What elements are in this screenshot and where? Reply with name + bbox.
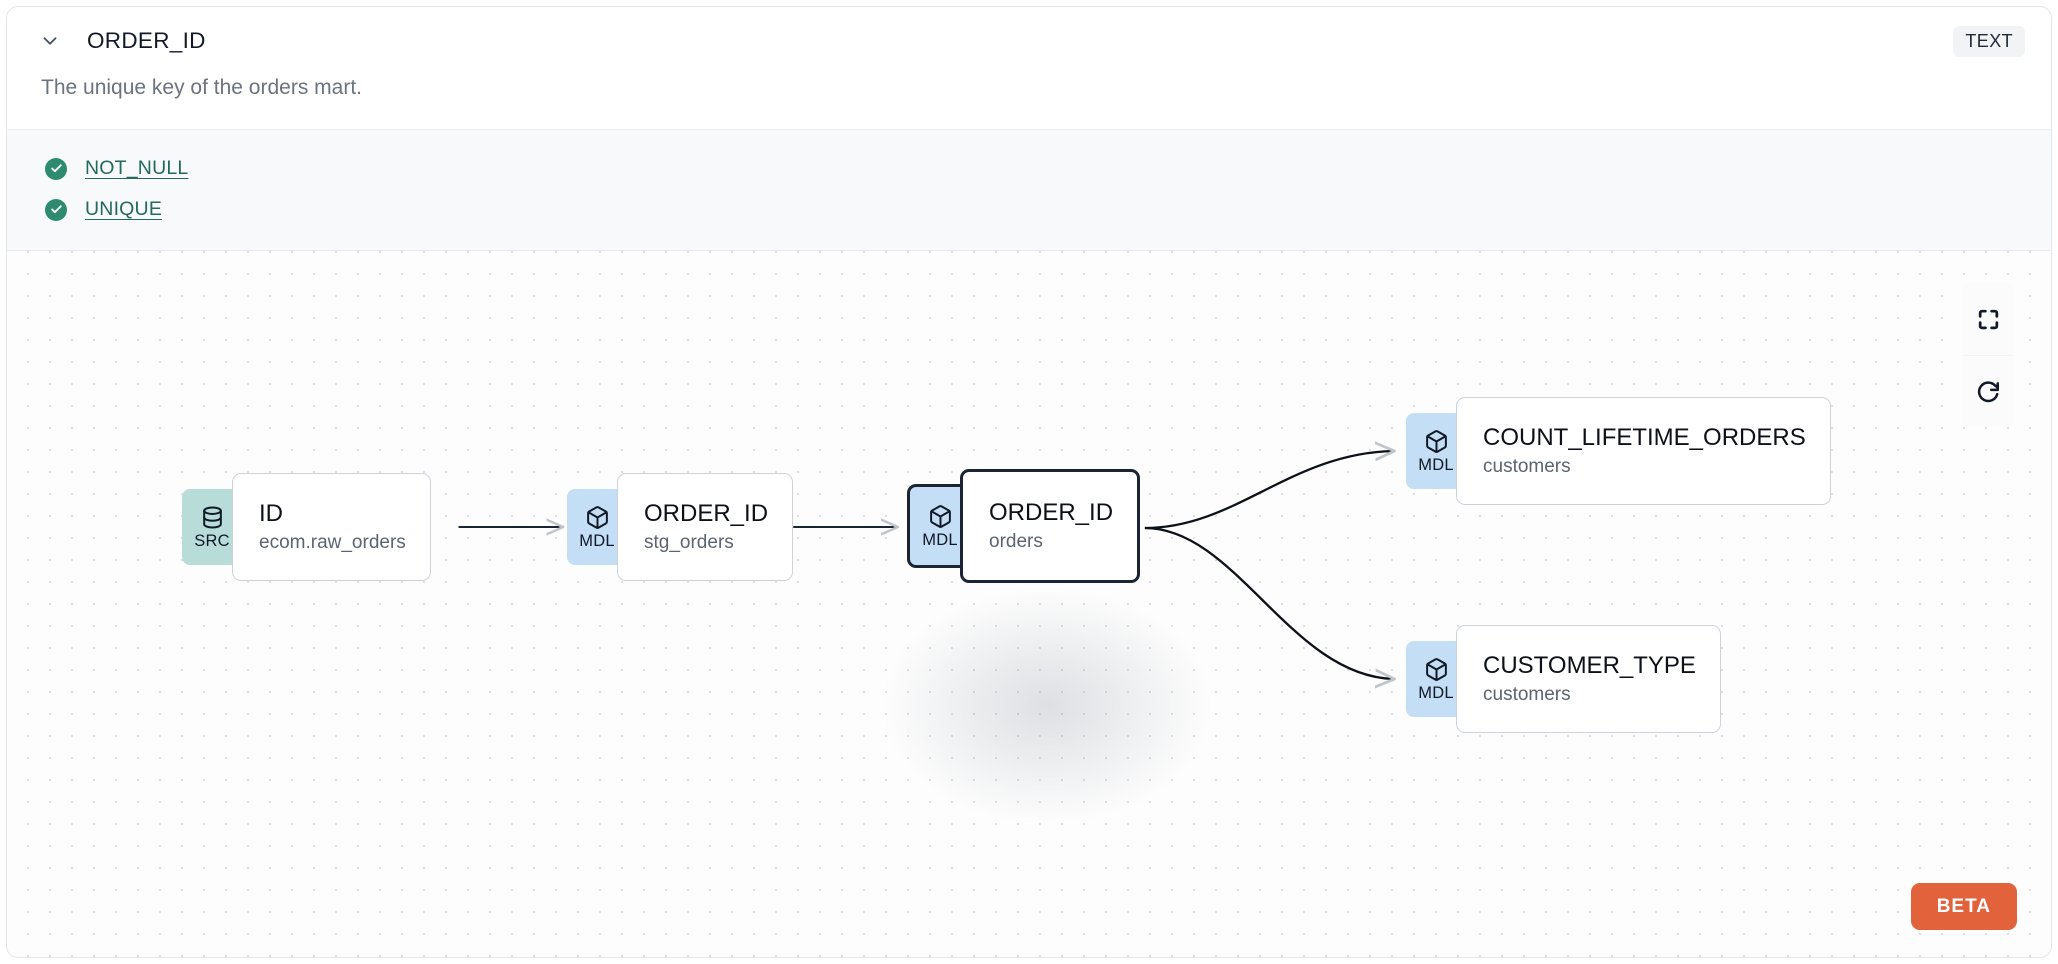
- fit-view-icon: [1976, 307, 2001, 332]
- database-icon: [200, 505, 225, 530]
- fit-view-button[interactable]: [1963, 283, 2013, 356]
- node-subtitle: orders: [989, 531, 1043, 553]
- lineage-node-stg-order-id[interactable]: MDL ORDER_ID stg_orders: [567, 473, 794, 582]
- column-description: The unique key of the orders mart.: [41, 76, 362, 99]
- selected-node-glow: [817, 541, 1277, 872]
- cube-icon: [928, 504, 953, 529]
- lineage-node-customer-type[interactable]: MDL CUSTOMER_TYPE customers: [1406, 625, 1721, 734]
- reload-button[interactable]: [1963, 355, 2013, 428]
- cube-icon: [1424, 429, 1449, 454]
- node-subtitle: stg_orders: [644, 532, 734, 554]
- test-link-unique[interactable]: UNIQUE: [85, 198, 163, 221]
- test-link-not-null[interactable]: NOT_NULL: [85, 157, 189, 180]
- node-subtitle: customers: [1483, 684, 1571, 706]
- cube-icon: [585, 505, 610, 530]
- canvas-controls: [1963, 283, 2013, 428]
- tests-section: NOT_NULL UNIQUE: [7, 129, 2051, 252]
- card-header: ORDER_ID TEXT: [7, 7, 2051, 75]
- test-row: UNIQUE: [7, 189, 2051, 230]
- node-badge-mdl: MDL: [907, 484, 970, 569]
- node-name: COUNT_LIFETIME_ORDERS: [1483, 423, 1806, 451]
- lineage-canvas[interactable]: SRC ID ecom.raw_orders MDL ORDER_ID stg_…: [7, 251, 2051, 958]
- node-badge-label: MDL: [1418, 456, 1454, 474]
- node-name: CUSTOMER_TYPE: [1483, 651, 1696, 679]
- data-type-badge: TEXT: [1953, 25, 2025, 57]
- node-body: ORDER_ID orders: [960, 469, 1141, 584]
- column-detail-card: ORDER_ID TEXT The unique key of the orde…: [6, 6, 2052, 958]
- lineage-node-src-id[interactable]: SRC ID ecom.raw_orders: [182, 473, 431, 582]
- test-row: NOT_NULL: [7, 148, 2051, 189]
- chevron-down-icon[interactable]: [37, 28, 63, 54]
- node-badge-label: MDL: [579, 532, 615, 550]
- refresh-icon: [1975, 379, 2001, 405]
- node-subtitle: customers: [1483, 456, 1571, 478]
- node-body: CUSTOMER_TYPE customers: [1456, 625, 1721, 734]
- node-name: ORDER_ID: [644, 499, 769, 527]
- node-subtitle: ecom.raw_orders: [259, 532, 406, 554]
- node-badge-label: MDL: [1418, 684, 1454, 702]
- lineage-node-orders-order-id[interactable]: MDL ORDER_ID orders: [907, 469, 1141, 584]
- check-circle-icon: [45, 157, 67, 180]
- node-badge-label: MDL: [922, 531, 958, 549]
- node-badge-label: SRC: [194, 532, 230, 550]
- node-body: ID ecom.raw_orders: [232, 473, 431, 582]
- node-name: ID: [259, 499, 283, 527]
- lineage-edges: [458, 251, 2051, 958]
- lineage-node-count-lifetime-orders[interactable]: MDL COUNT_LIFETIME_ORDERS customers: [1406, 397, 1831, 506]
- node-body: ORDER_ID stg_orders: [617, 473, 794, 582]
- page-title: ORDER_ID: [87, 28, 206, 53]
- node-body: COUNT_LIFETIME_ORDERS customers: [1456, 397, 1831, 506]
- beta-badge[interactable]: BETA: [1910, 883, 2017, 931]
- node-name: ORDER_ID: [989, 498, 1114, 526]
- check-circle-icon: [45, 198, 67, 221]
- cube-icon: [1424, 657, 1449, 682]
